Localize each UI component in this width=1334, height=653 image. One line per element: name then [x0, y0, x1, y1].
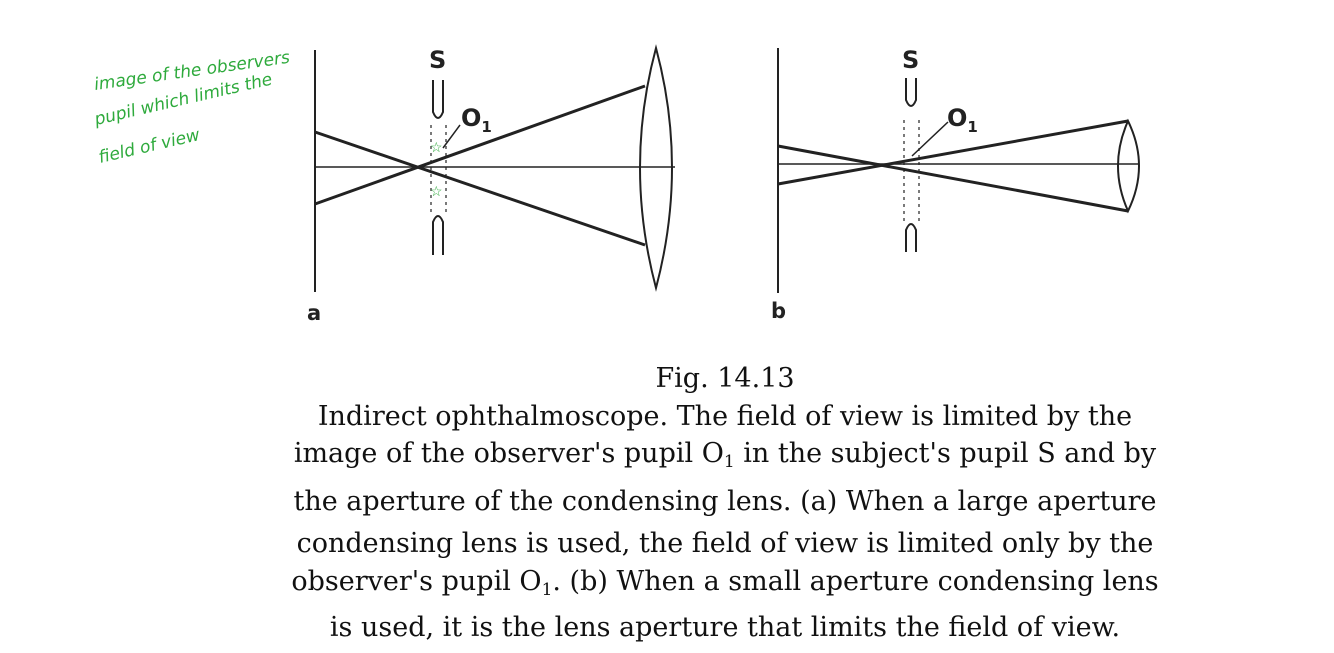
caption-line-2: image of the observer's pupil O1 in the … — [293, 438, 1157, 472]
green-mark-2: ☆ — [430, 184, 443, 200]
panel-label-a: a — [307, 301, 321, 325]
annotation-line-3: field of view — [97, 125, 202, 168]
caption-line-6: is used, it is the lens aperture that li… — [329, 612, 1121, 643]
pupil-top-b — [905, 78, 917, 107]
observer-label-a: O1 — [461, 104, 492, 136]
handwritten-annotation: image of the observers pupil which limit… — [92, 48, 292, 168]
ray-b-2 — [777, 119, 1129, 186]
ray-a-2 — [314, 84, 646, 206]
ray-b-1 — [777, 144, 1129, 213]
ray-a-1 — [314, 130, 646, 247]
panel-b — [777, 48, 1140, 293]
panel-label-b: b — [771, 299, 786, 323]
observer-label-b: O1 — [947, 104, 978, 136]
pupil-bottom-b — [905, 223, 917, 252]
caption-line-3: the aperture of the condensing lens. (a)… — [293, 486, 1157, 517]
panel-a: ☆ ☆ — [314, 44, 675, 292]
figure-caption: Fig. 14.13 Indirect ophthalmoscope. The … — [0, 360, 1334, 651]
caption-line-5: observer's pupil O1. (b) When a small ap… — [291, 566, 1159, 600]
pupil-label-b: S — [902, 46, 919, 74]
pupil-bottom-a — [432, 215, 444, 255]
o1-leader-a — [442, 124, 461, 149]
o1-leader-b — [911, 121, 949, 157]
pupil-label-a: S — [429, 46, 446, 74]
condensing-lens-b — [1117, 118, 1140, 214]
figure-diagram: image of the observers pupil which limit… — [92, 44, 1140, 325]
condensing-lens-a — [639, 44, 673, 292]
green-mark-1: ☆ — [430, 140, 443, 156]
caption-line-4: condensing lens is used, the field of vi… — [296, 528, 1154, 559]
caption-line-1: Indirect ophthalmoscope. The field of vi… — [317, 401, 1133, 432]
pupil-top-a — [432, 80, 444, 119]
caption-title: Fig. 14.13 — [655, 363, 795, 394]
